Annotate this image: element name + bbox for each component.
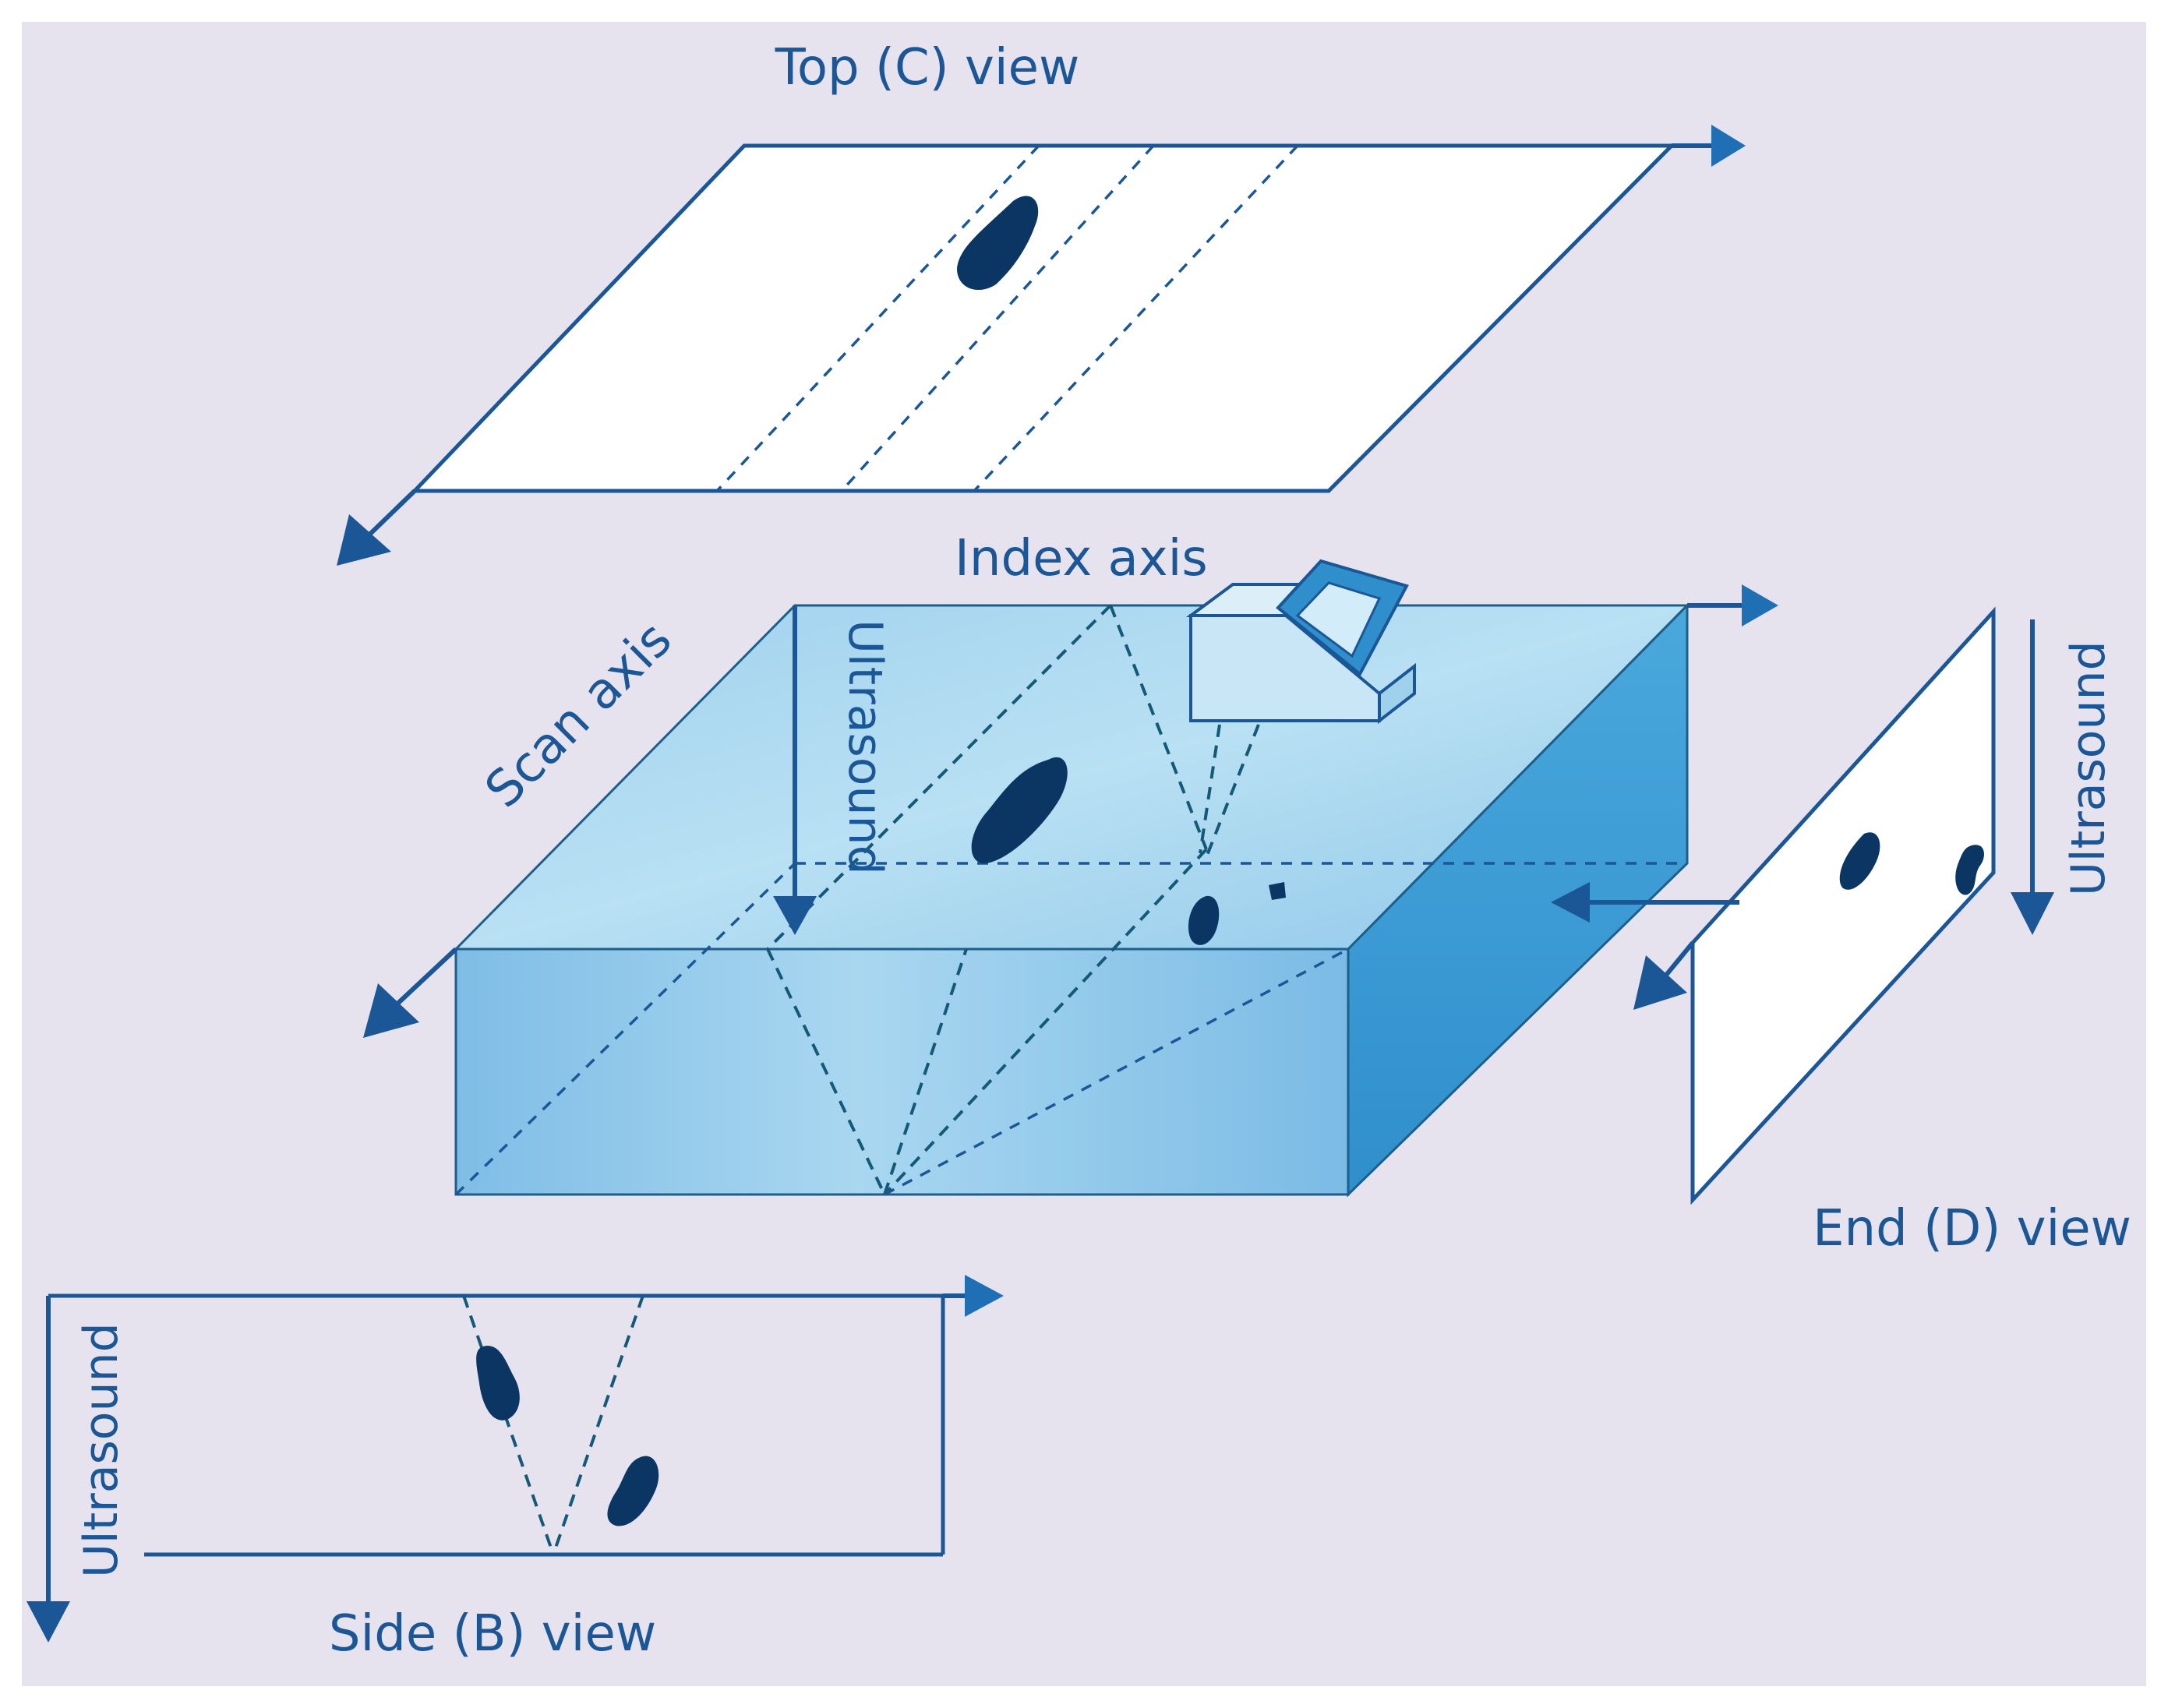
top-view-dash-line-3 [973,144,1299,492]
end-view-flaw-2 [1955,845,1984,895]
probe-icon [1185,559,1416,725]
side-view-ultrasound-arrowhead [26,1601,70,1643]
side-view-flaw-1 [476,1346,520,1420]
test-block: Ultrasound Index axis Scan axis [363,530,1778,1198]
probe-body-side [1378,662,1416,725]
block-ultrasound-label: Ultrasound [838,619,892,875]
block-scan-arrow-line [394,947,458,1008]
end-view-scan-arrowhead [1633,955,1687,1010]
block-ultrasound-arrowhead [773,896,817,935]
top-view-index-arrowhead [1711,125,1746,167]
end-view-ultrasound-label: Ultrasound [2061,640,2116,896]
top-view-dash-line-1 [715,144,1040,492]
block-hidden-diagonal [454,862,796,1196]
beam-front-left [766,948,886,1195]
block-index-arrowhead [1742,584,1778,626]
end-view-projection-arrowhead [1551,882,1590,923]
block-flaw-tiny [1269,882,1286,900]
end-view-ultrasound-arrowhead [2011,892,2054,935]
end-view-panel: Ultrasound End (D) view [1551,606,2131,1258]
side-view-beam-left [462,1295,555,1555]
block-flaw-small [1188,895,1220,945]
probe-window [1295,581,1382,658]
beam-front-right [883,948,968,1195]
block-front-face [454,948,1350,1196]
side-view-index-arrowhead [965,1275,1004,1317]
block-scan-arrowhead [363,983,419,1038]
block-front-diagonal [884,948,1349,1196]
side-view-panel: Ultrasound Side (B) view [26,1275,1004,1663]
beam-probe-path-1 [1199,724,1221,854]
end-view-scan-arrow-line [1661,941,1695,979]
side-view-ultrasound-label: Ultrasound [74,1322,129,1578]
top-view-scan-arrowhead [337,514,391,566]
beam-cross-path [883,848,1208,1196]
top-view-scan-arrow-line [364,489,417,540]
end-view-flaw-1 [1839,832,1880,890]
top-view-plane [410,143,1677,493]
top-view-panel: Top (C) view [337,39,1746,566]
top-view-label: Top (C) view [775,39,1080,97]
end-view-plane [1690,606,1996,1205]
side-view-label: Side (B) view [329,1605,656,1663]
side-view-beam-right [552,1295,644,1555]
beam-probe-path-2 [1205,724,1260,858]
index-axis-label: Index axis [955,530,1208,588]
block-flaw-large [971,757,1068,864]
beam-top-path-2 [1109,605,1208,850]
end-view-label: End (D) view [1813,1200,2131,1258]
top-view-flaw [957,196,1039,291]
side-view-flaw-2 [607,1456,659,1526]
top-view-dash-line-2 [840,144,1155,492]
beam-top-path-1 [766,604,1112,951]
